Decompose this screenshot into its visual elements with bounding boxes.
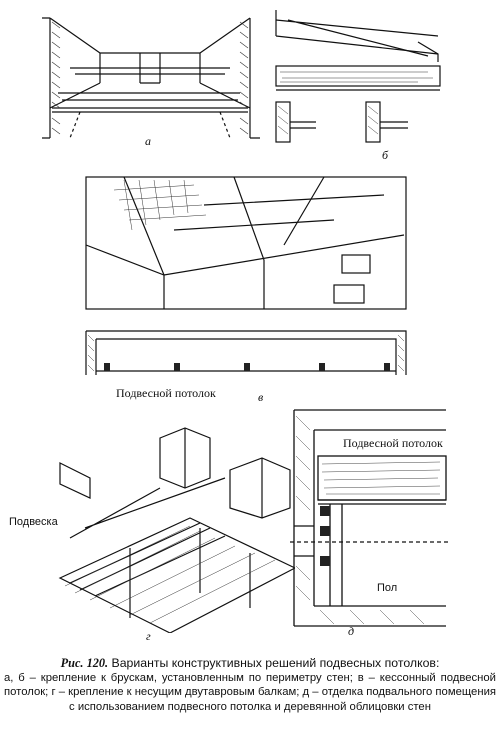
panel-label-d: д (348, 624, 355, 638)
panel-g-drawing (58, 427, 295, 633)
panel-label-g: г (146, 629, 151, 643)
panel-d-drawing (290, 409, 450, 627)
panel-label-v: в (258, 390, 264, 404)
label-podveska: Подвеска (9, 516, 58, 528)
caption-body: а, б – крепление к брускам, установленны… (4, 671, 496, 713)
caption-fig-number: Рис. 120. (60, 656, 109, 670)
panel-a-drawing (42, 17, 260, 139)
panel-label-b: б (382, 148, 389, 162)
panel-b-drawing (275, 10, 441, 143)
caption-title: Варианты конструктивных решений подвесны… (111, 656, 440, 670)
panel-v-drawing (85, 176, 407, 375)
label-podvesnoy-d: Подвесной потолок (343, 436, 443, 450)
caption-title-line: Рис. 120. Варианты конструктивных решени… (4, 656, 496, 671)
label-podvesnoy-v: Подвесной потолок (116, 386, 216, 400)
panel-label-a: а (145, 134, 151, 148)
label-pol: Пол (377, 582, 398, 594)
figure-caption: Рис. 120. Варианты конструктивных решени… (4, 656, 496, 714)
